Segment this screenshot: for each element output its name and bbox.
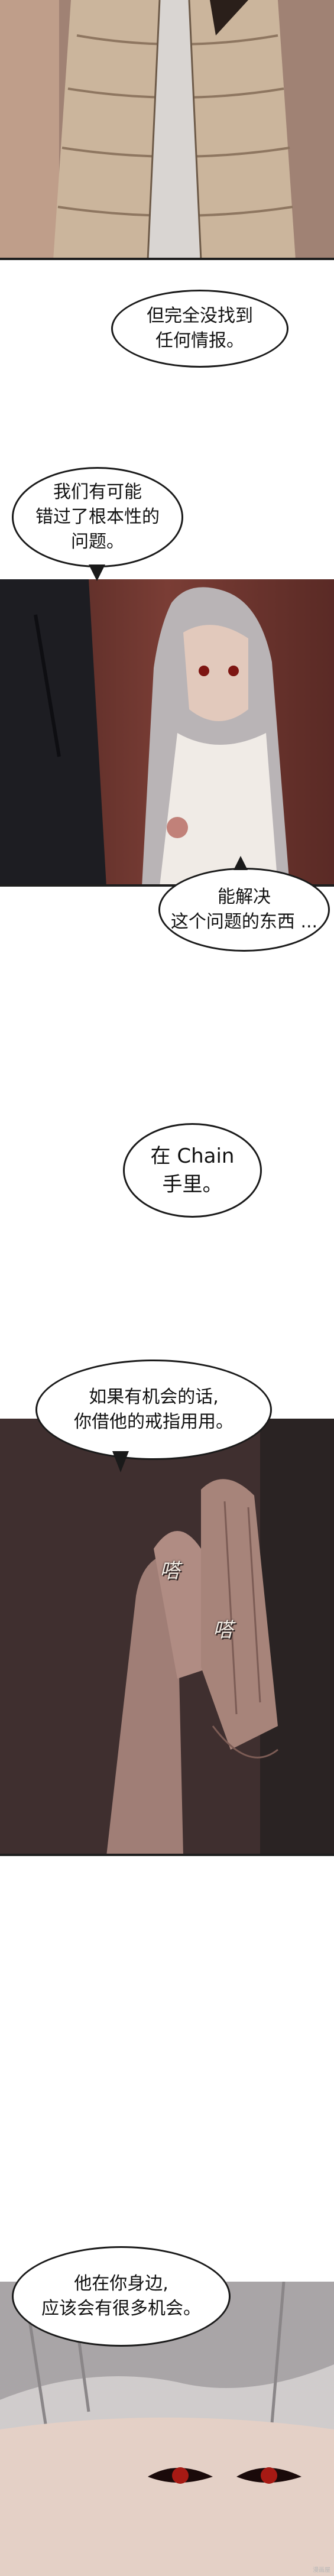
speech-bubble-3-tail: [234, 856, 248, 870]
panel-jacket: [0, 0, 334, 260]
speech-bubble-2: 我们有可能 错过了根本性的 问题。: [12, 467, 183, 567]
panel-hands: 嗒 嗒: [0, 1419, 334, 1856]
speech-bubble-6: 他在你身边, 应该会有很多机会。: [12, 2246, 231, 2347]
sound-effect-tap-1: 嗒: [160, 1559, 180, 1583]
sound-effect-tap-2: 嗒: [213, 1618, 233, 1642]
speech-bubble-3: 能解决 这个问题的东西 ...: [158, 868, 330, 952]
speech-bubble-2-tail: [89, 564, 105, 581]
watermark-text: 漫画屋: [313, 2567, 330, 2574]
hands-illustration: [0, 1419, 334, 1856]
speech-bubble-5: 如果有机会的话, 你借他的戒指用用。: [35, 1360, 272, 1460]
speech-bubble-1: 但完全没找到 任何情报。: [111, 290, 288, 368]
speech-bubble-5-tail: [112, 1451, 129, 1472]
panel-woman: [0, 579, 334, 887]
woman-illustration: [0, 579, 334, 887]
jacket-illustration: [0, 0, 334, 260]
speech-bubble-4: 在 Chain 手里。: [123, 1123, 262, 1218]
